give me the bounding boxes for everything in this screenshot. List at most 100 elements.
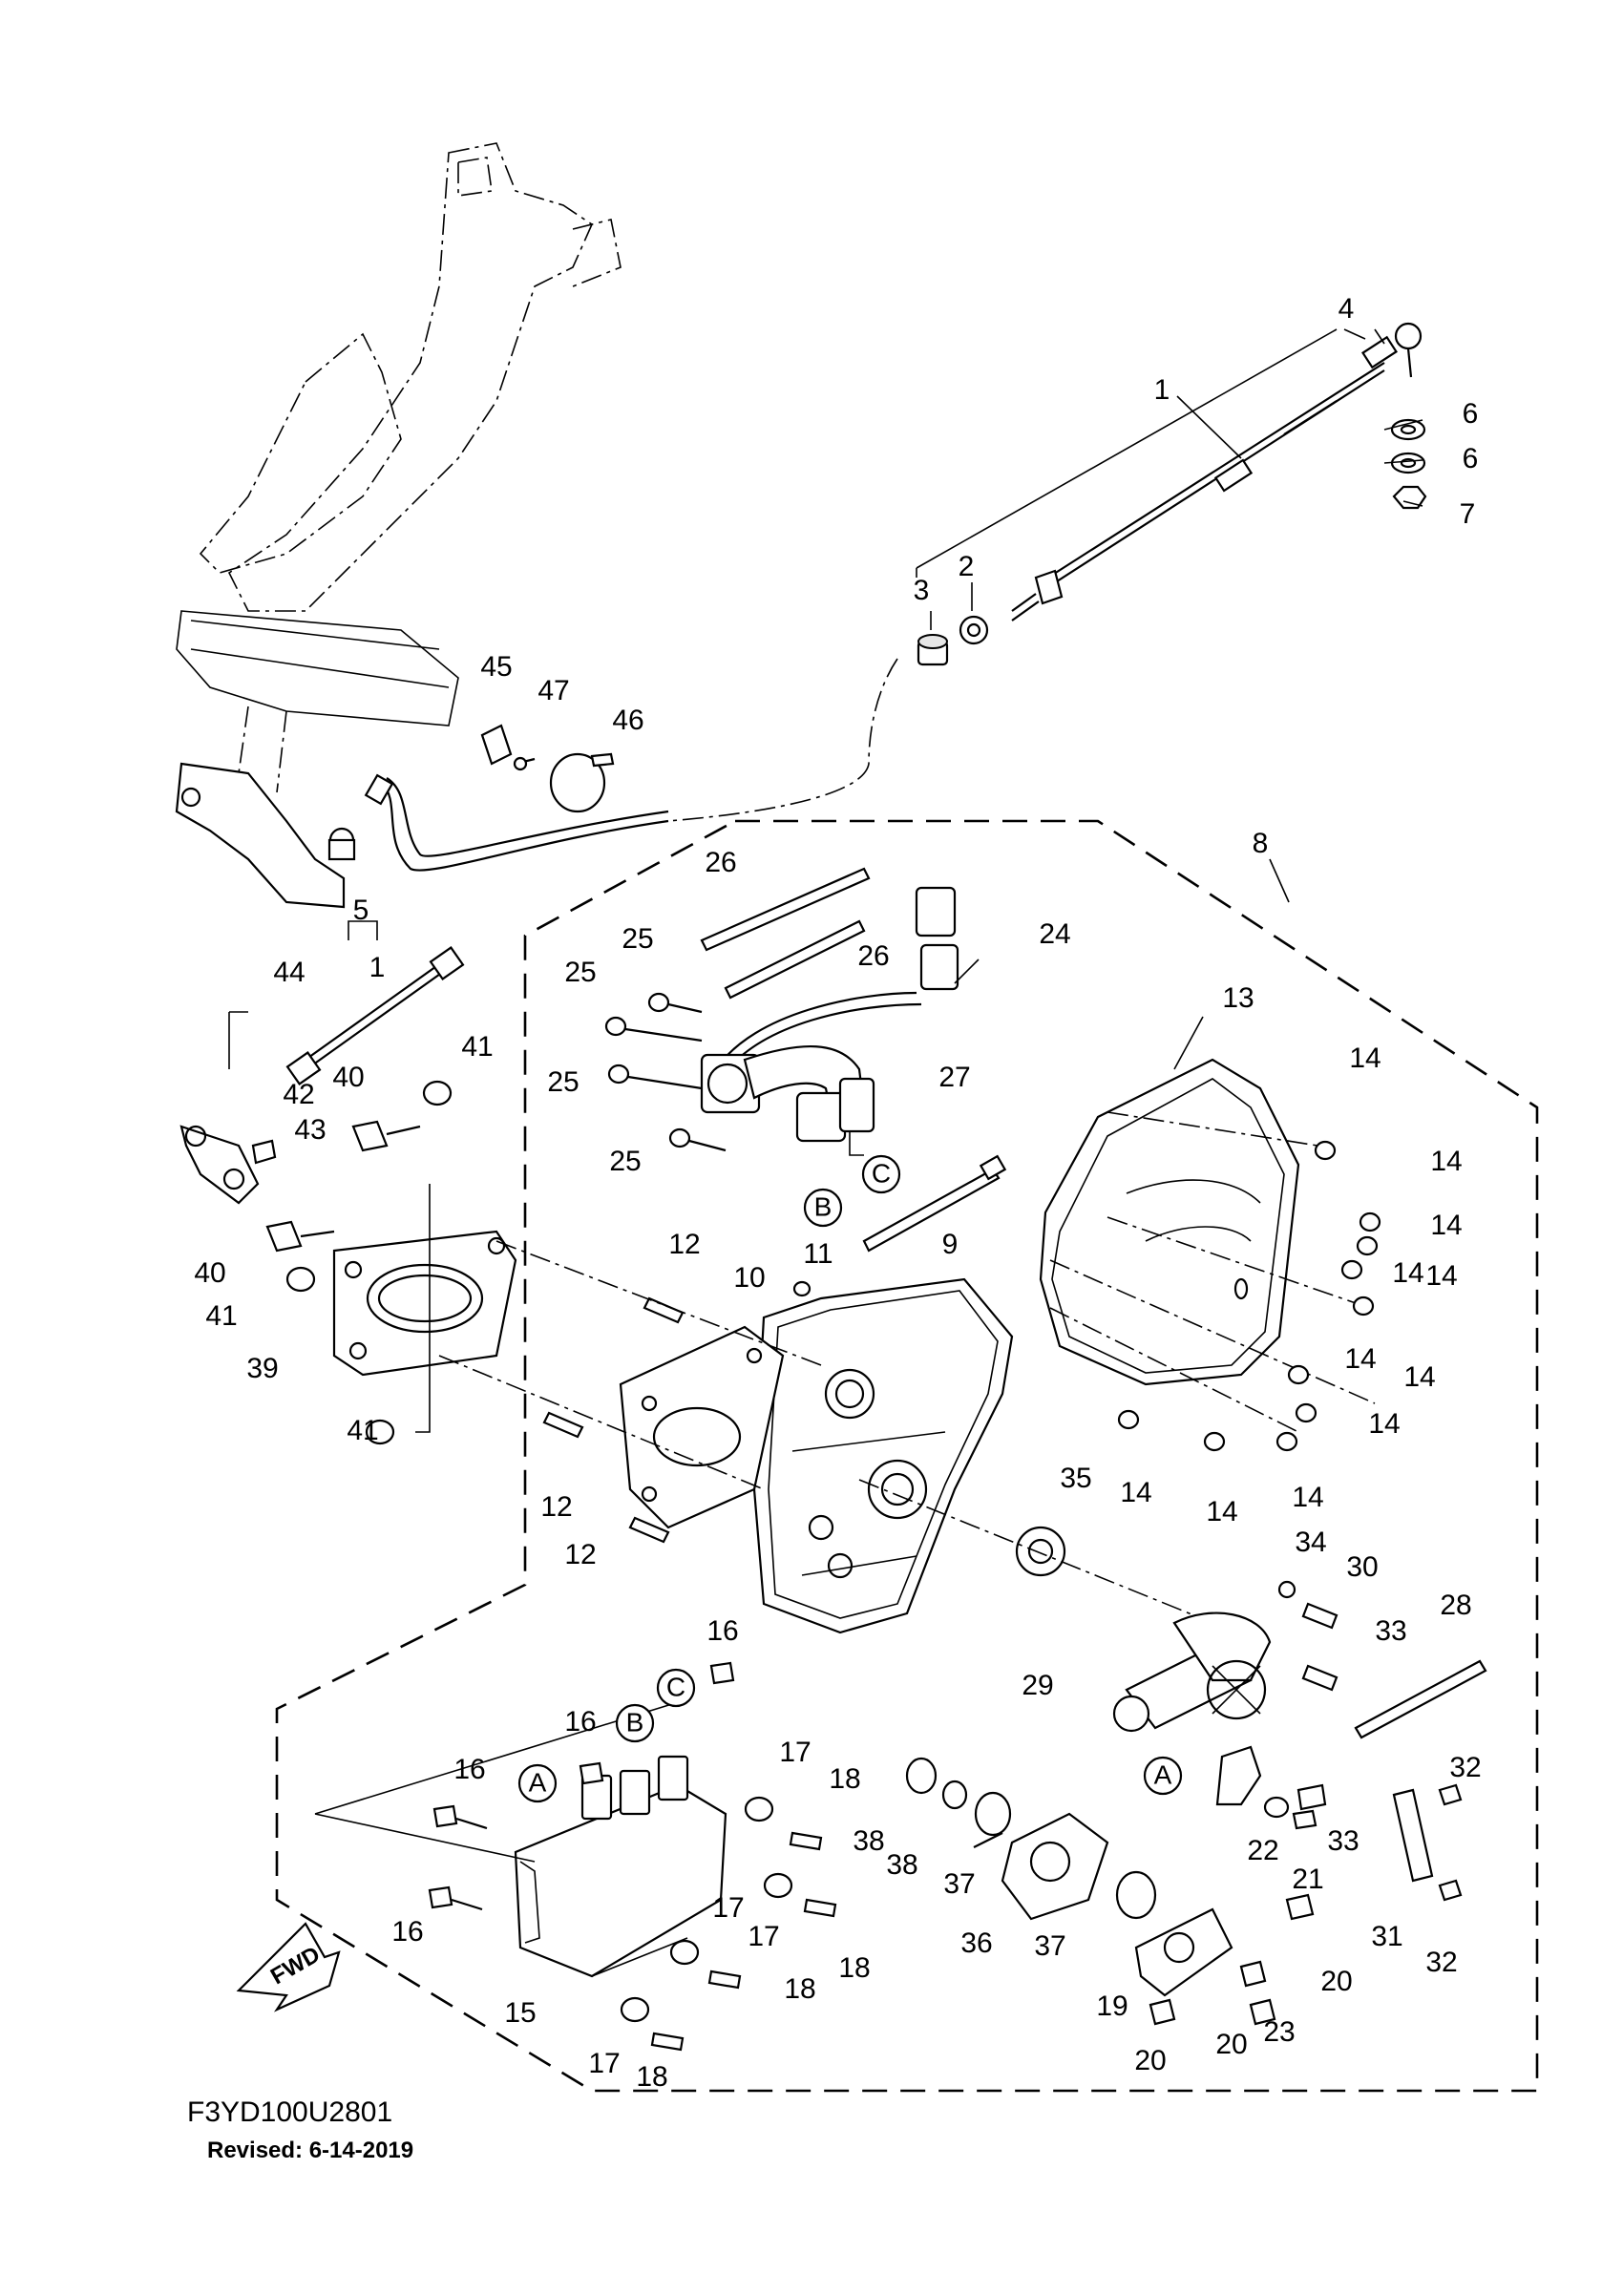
- part-label-16: 16: [706, 1615, 738, 1647]
- part-label-38: 38: [853, 1825, 884, 1857]
- part-label-41: 41: [347, 1415, 378, 1446]
- part-label-14: 14: [1206, 1496, 1237, 1527]
- part-label-29: 29: [1022, 1670, 1053, 1701]
- part-label-31: 31: [1371, 1921, 1402, 1952]
- part-label-25: 25: [609, 1146, 641, 1177]
- bolts-16-17-18: [428, 1661, 837, 2052]
- part-label-40: 40: [332, 1062, 364, 1093]
- part-label-14: 14: [1430, 1210, 1462, 1241]
- part-label-13: 13: [1222, 982, 1254, 1014]
- part-label-20: 20: [1134, 2045, 1166, 2076]
- part-label-1: 1: [369, 952, 386, 983]
- connector-reference-C-lower: C: [656, 1668, 696, 1708]
- part-label-18: 18: [636, 2061, 667, 2093]
- part-label-30: 30: [1346, 1551, 1378, 1583]
- part-label-41: 41: [461, 1031, 493, 1063]
- part-label-14: 14: [1344, 1343, 1376, 1375]
- part-label-6: 6: [1463, 398, 1479, 430]
- svg-text:A: A: [1154, 1759, 1172, 1789]
- part-label-12: 12: [668, 1229, 700, 1260]
- part-label-15: 15: [504, 1997, 536, 2029]
- part-label-20: 20: [1320, 1966, 1352, 1997]
- part-label-1: 1: [1154, 374, 1170, 406]
- part-label-10: 10: [733, 1262, 765, 1294]
- svg-text:C: C: [666, 1672, 685, 1701]
- control-cable: [327, 322, 1423, 872]
- part-label-18: 18: [829, 1763, 860, 1795]
- part-label-33: 33: [1375, 1615, 1406, 1647]
- part-label-14: 14: [1349, 1043, 1381, 1074]
- connector-reference-A-left: A: [517, 1763, 558, 1803]
- part-label-20: 20: [1215, 2029, 1247, 2060]
- part-label-17: 17: [748, 1921, 779, 1952]
- part-label-26: 26: [857, 940, 889, 972]
- part-label-24: 24: [1039, 918, 1070, 950]
- part-label-4: 4: [1338, 293, 1355, 325]
- part-label-37: 37: [1034, 1930, 1065, 1962]
- part-label-17: 17: [588, 2048, 620, 2079]
- part-label-27: 27: [938, 1062, 970, 1093]
- part-label-34: 34: [1295, 1527, 1326, 1558]
- connector-reference-A-right: A: [1143, 1756, 1183, 1796]
- part-label-16: 16: [453, 1754, 485, 1785]
- connector-reference-C-upper: C: [861, 1154, 901, 1194]
- cable-tie-28-and-links: [1354, 1659, 1487, 1902]
- part-label-12: 12: [564, 1539, 596, 1570]
- part-label-8: 8: [1253, 828, 1269, 859]
- part-label-21: 21: [1292, 1864, 1323, 1895]
- part-label-14: 14: [1425, 1260, 1457, 1292]
- cable-tie-27: [862, 1168, 1001, 1253]
- part-label-25: 25: [547, 1066, 579, 1098]
- gasket-10: [619, 1325, 785, 1529]
- cable-clamp: [480, 724, 615, 813]
- steering-bracket: [175, 142, 622, 909]
- part-label-11: 11: [803, 1238, 833, 1270]
- leader-lines: [348, 328, 1423, 1070]
- part-label-12: 12: [540, 1491, 572, 1523]
- part-label-14: 14: [1392, 1257, 1423, 1289]
- part-label-18: 18: [784, 1973, 815, 2005]
- part-label-9: 9: [942, 1229, 959, 1260]
- part-label-26: 26: [705, 847, 736, 878]
- part-label-14: 14: [1292, 1482, 1323, 1513]
- part-label-19: 19: [1096, 1991, 1128, 2022]
- part-label-25: 25: [622, 923, 653, 955]
- svg-text:B: B: [626, 1707, 644, 1737]
- part-label-23: 23: [1263, 2016, 1295, 2048]
- drawing-code: F3YD100U2801: [187, 2096, 392, 2128]
- part-label-47: 47: [537, 675, 569, 706]
- part-label-14: 14: [1120, 1477, 1151, 1508]
- washers-and-nuts: [917, 418, 1427, 666]
- part-label-33: 33: [1327, 1825, 1359, 1857]
- part-label-32: 32: [1425, 1947, 1457, 1978]
- part-label-7: 7: [1460, 498, 1476, 530]
- shaft-and-bearings: [905, 1757, 1315, 2026]
- motor-and-gears: [858, 1479, 1338, 1830]
- part-label-25: 25: [564, 957, 596, 988]
- part-label-45: 45: [480, 651, 512, 683]
- cover-13: [1039, 1058, 1300, 1386]
- housing-9: [752, 1277, 1014, 1634]
- connector-reference-B-upper: B: [803, 1188, 843, 1228]
- part-label-16: 16: [391, 1916, 423, 1948]
- wire-harness: [700, 867, 959, 1156]
- part-label-16: 16: [564, 1706, 596, 1738]
- svg-text:A: A: [529, 1767, 547, 1797]
- revision-date: Revised: 6-14-2019: [207, 2138, 413, 2163]
- part-label-39: 39: [246, 1353, 278, 1384]
- svg-text:B: B: [814, 1191, 833, 1221]
- part-label-41: 41: [205, 1300, 237, 1332]
- part-label-18: 18: [838, 1952, 870, 1984]
- part-label-5: 5: [353, 895, 369, 926]
- shift-linkage: [179, 946, 517, 1445]
- screws-14: [1049, 1111, 1381, 1452]
- part-label-38: 38: [886, 1849, 917, 1881]
- part-number-labels: 1 1 2 3 4 5 6 6 7 8 9 10 11 12 12 12 13 …: [194, 293, 1481, 2093]
- part-label-3: 3: [914, 575, 930, 606]
- part-label-46: 46: [612, 705, 643, 736]
- svg-text:C: C: [872, 1158, 891, 1188]
- part-label-37: 37: [943, 1868, 975, 1900]
- part-label-28: 28: [1440, 1590, 1471, 1621]
- connector-reference-B-lower: B: [615, 1703, 655, 1743]
